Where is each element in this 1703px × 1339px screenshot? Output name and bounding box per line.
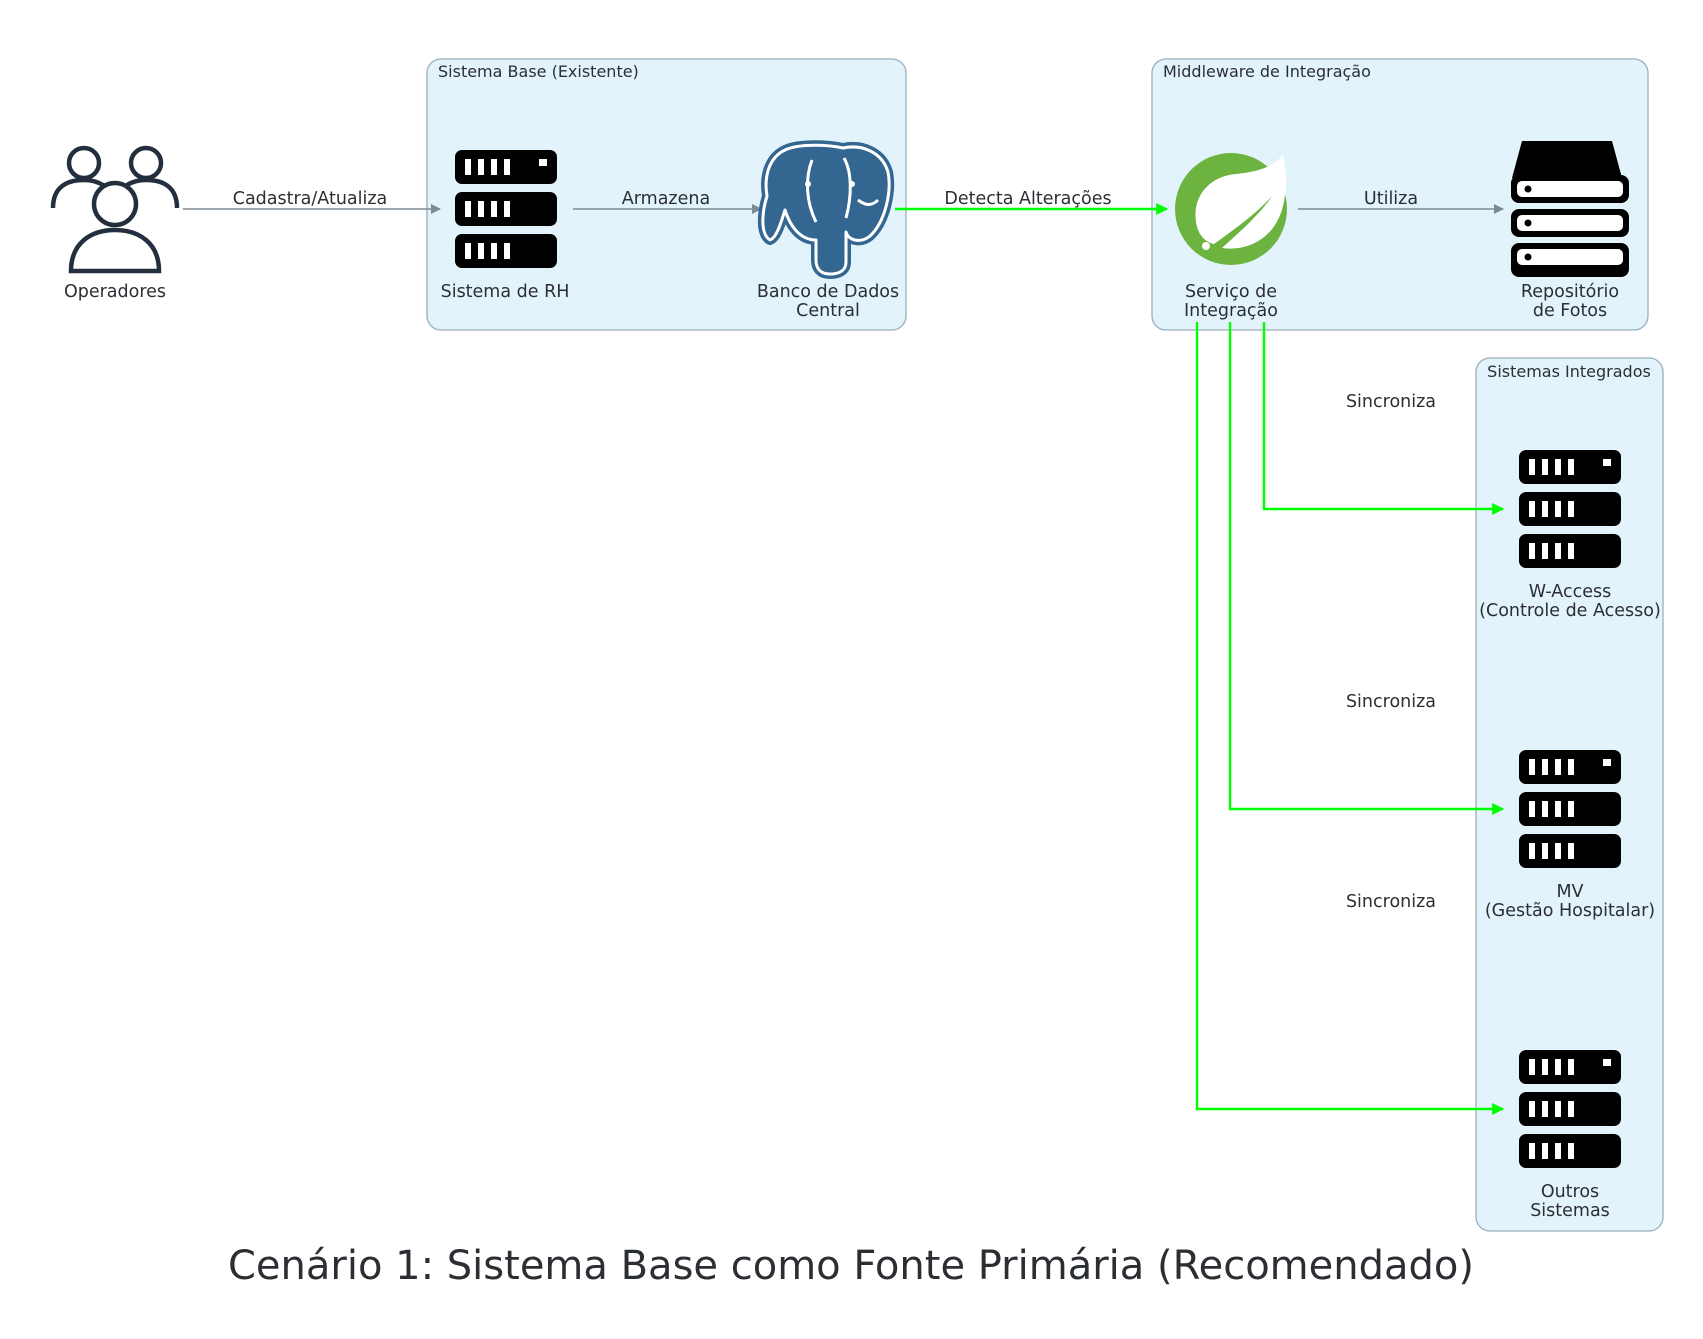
users-icon — [50, 145, 180, 274]
node-label-servico-l1: Serviço de — [1185, 282, 1277, 302]
edge-sync-outros: Sincroniza — [1195, 322, 1505, 1115]
node-servico-integracao: Serviço de Integração — [1175, 153, 1287, 321]
node-repositorio-fotos: Repositório de Fotos — [1511, 141, 1629, 321]
node-label-rh: Sistema de RH — [441, 282, 570, 302]
node-label-mv-l2: (Gestão Hospitalar) — [1485, 901, 1655, 921]
edge-label-utiliza: Utiliza — [1364, 189, 1418, 209]
node-label-fotos-l1: Repositório — [1521, 282, 1619, 302]
node-outros-sistemas: Outros Sistemas — [1519, 1050, 1621, 1221]
node-label-servico-l2: Integração — [1184, 301, 1278, 321]
storage-stack-icon — [1511, 141, 1629, 277]
edge-utiliza: Utiliza — [1298, 189, 1504, 214]
cluster-label-sistema-base: Sistema Base (Existente) — [438, 62, 639, 81]
node-label-fotos-l2: de Fotos — [1533, 301, 1607, 321]
cluster-label-middleware: Middleware de Integração — [1163, 62, 1371, 81]
server-icon — [1519, 450, 1621, 568]
server-icon — [1519, 1050, 1621, 1168]
node-banco-dados: Banco de Dados Central — [757, 140, 899, 321]
edge-detecta: Detecta Alterações — [895, 189, 1169, 215]
node-label-waccess-l2: (Controle de Acesso) — [1479, 601, 1661, 621]
edge-sync-mv: Sincroniza — [1228, 322, 1505, 815]
edge-label-cadastra: Cadastra/Atualiza — [233, 189, 388, 209]
edge-label-sync-outros: Sincroniza — [1346, 892, 1436, 912]
node-label-banco-l1: Banco de Dados — [757, 282, 899, 302]
edge-label-detecta: Detecta Alterações — [944, 189, 1111, 209]
edge-label-sync-mv: Sincroniza — [1346, 692, 1436, 712]
node-label-outros-l1: Outros — [1541, 1182, 1599, 1202]
node-w-access: W-Access (Controle de Acesso) — [1479, 450, 1661, 621]
node-label-mv-l1: MV — [1556, 882, 1583, 902]
node-label-operadores: Operadores — [64, 282, 166, 302]
node-sistema-rh: Sistema de RH — [441, 150, 570, 302]
server-icon — [455, 150, 557, 268]
cluster-label-sistemas-integrados: Sistemas Integrados — [1487, 362, 1651, 381]
node-mv: MV (Gestão Hospitalar) — [1485, 750, 1655, 921]
edge-sync-waccess: Sincroniza — [1262, 322, 1505, 515]
diagram-title: Cenário 1: Sistema Base como Fonte Primá… — [228, 1243, 1474, 1289]
edge-label-armazena: Armazena — [622, 189, 710, 209]
edge-label-sync-waccess: Sincroniza — [1346, 392, 1436, 412]
node-label-banco-l2: Central — [796, 301, 860, 321]
spring-leaf-icon — [1175, 153, 1287, 265]
node-label-waccess-l1: W-Access — [1529, 582, 1611, 602]
node-label-outros-l2: Sistemas — [1530, 1201, 1610, 1221]
server-icon — [1519, 750, 1621, 868]
edge-cadastra: Cadastra/Atualiza — [183, 189, 441, 214]
postgresql-elephant-icon — [757, 140, 895, 279]
node-operadores: Operadores — [50, 145, 180, 302]
edge-armazena: Armazena — [573, 189, 762, 214]
